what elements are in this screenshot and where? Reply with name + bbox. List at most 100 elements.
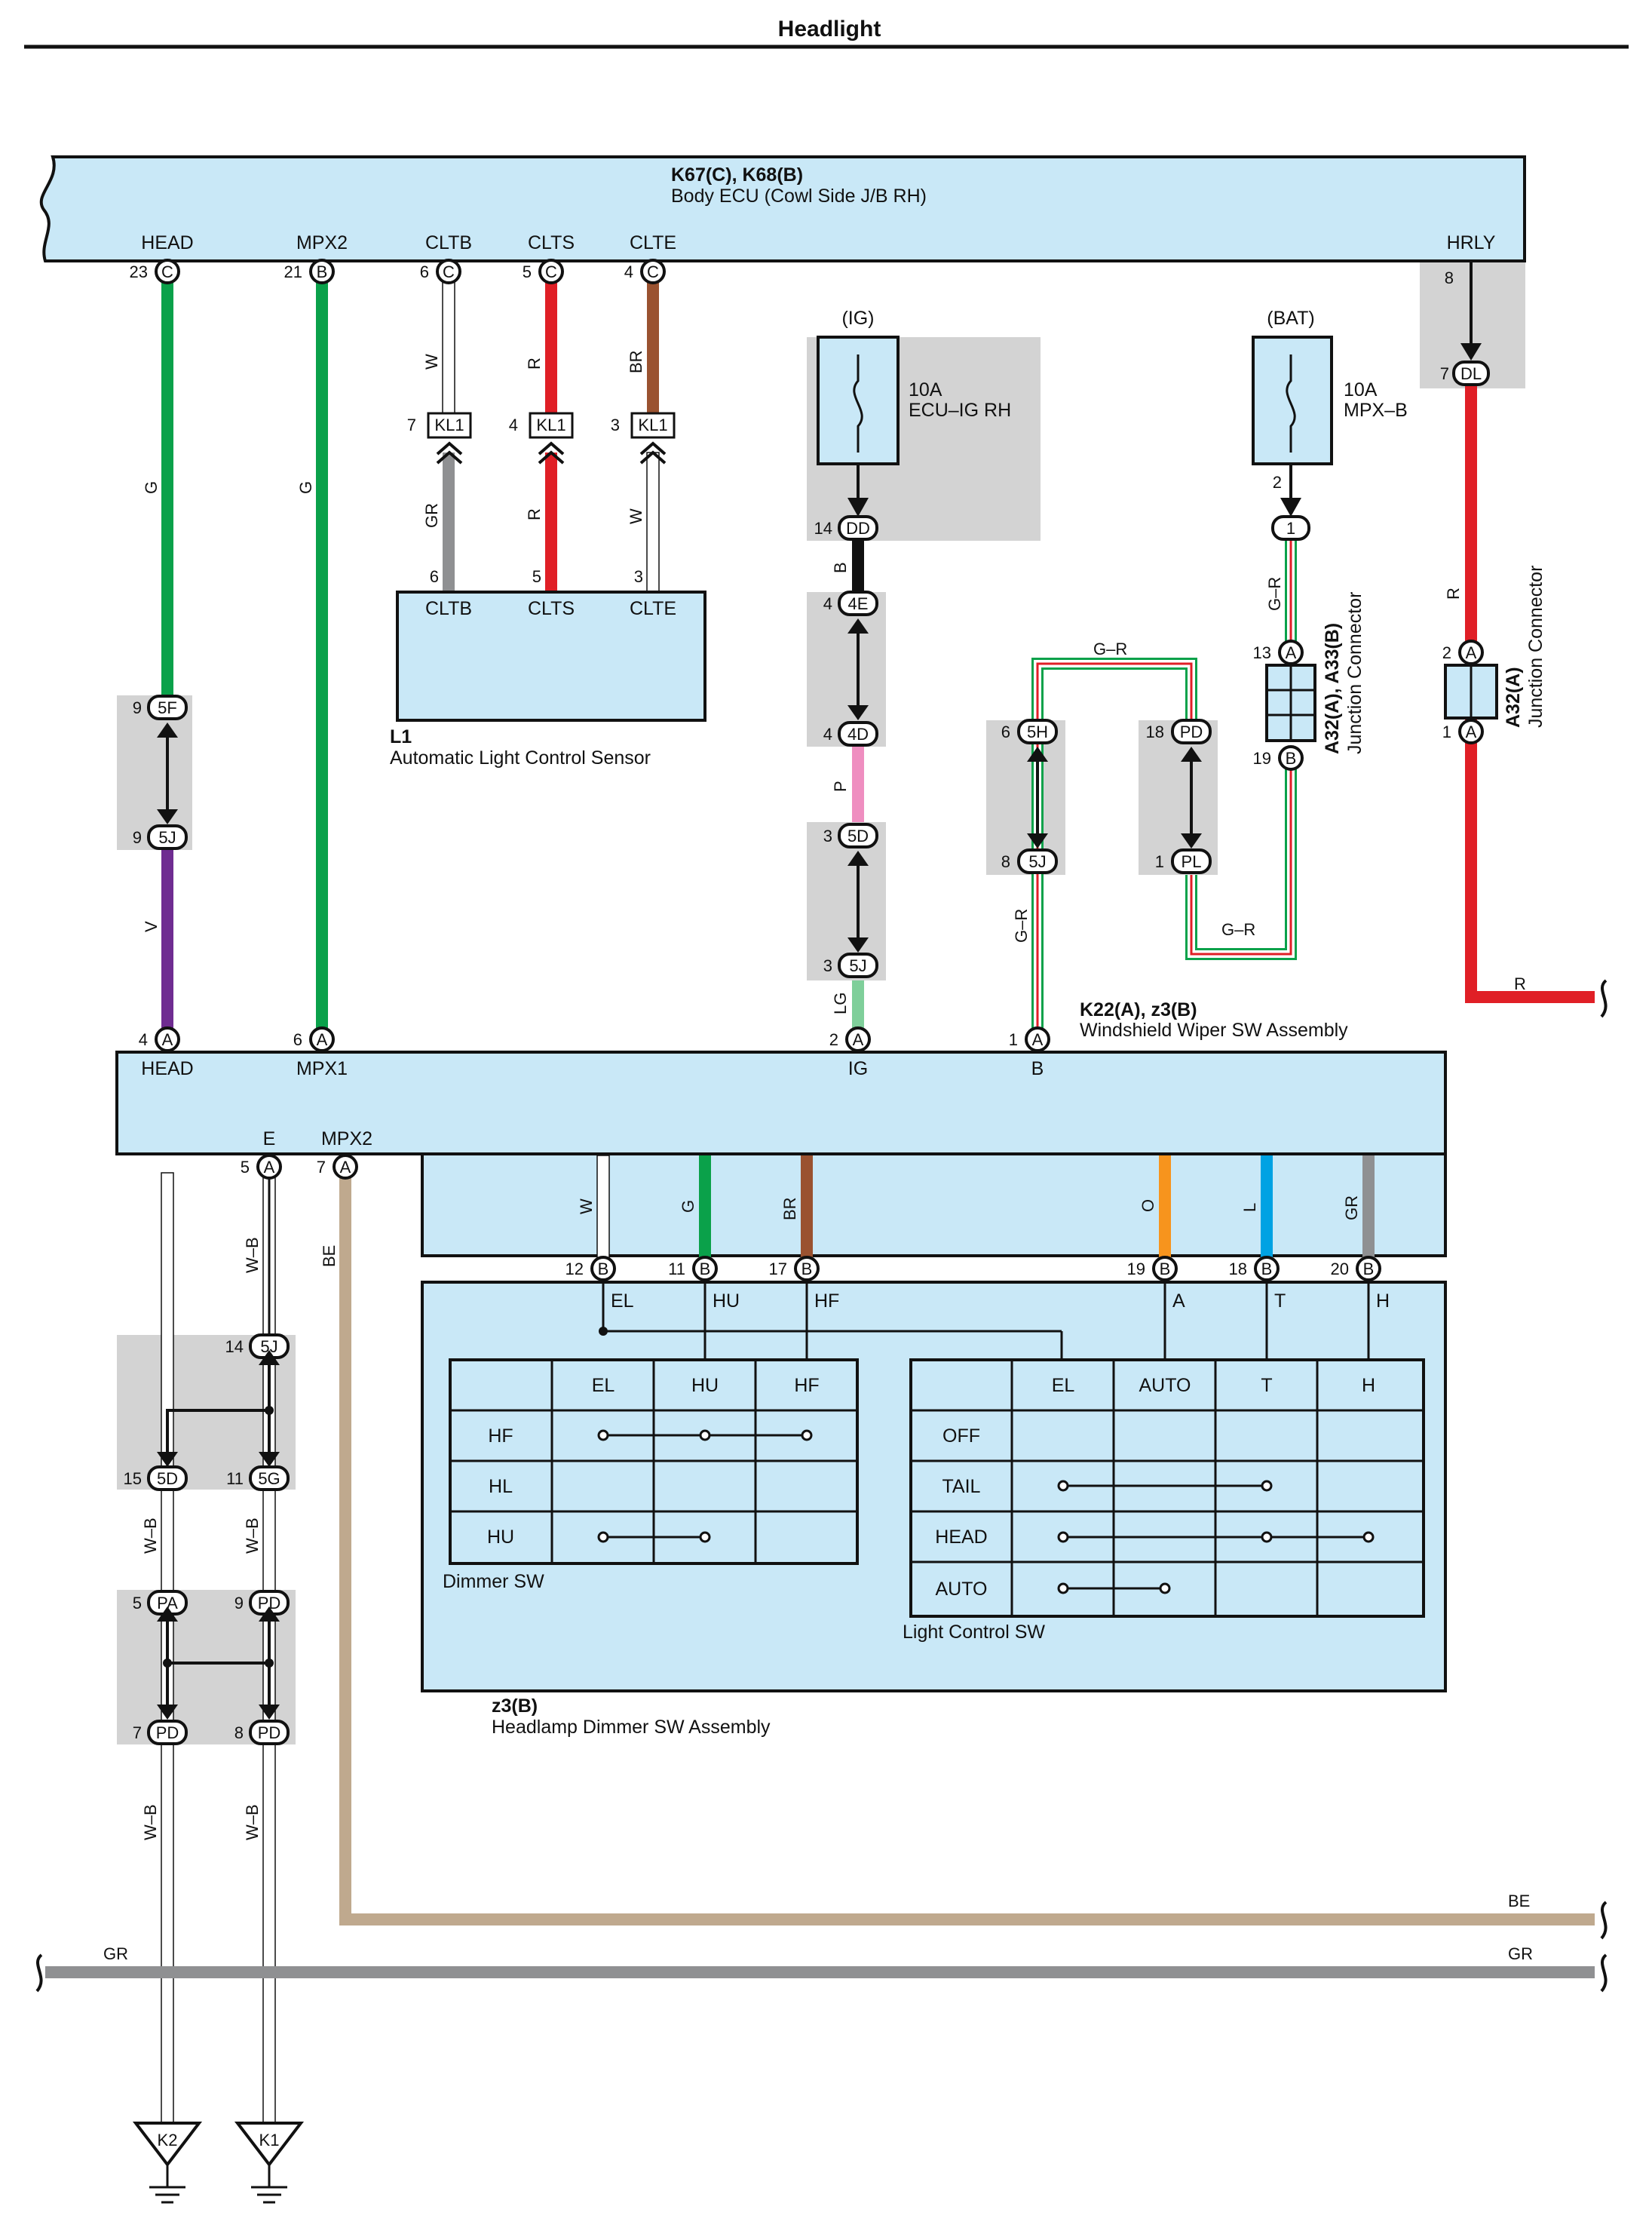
svg-text:A: A [1466,643,1477,662]
conn-dl [1452,361,1490,386]
svg-text:2: 2 [1273,473,1282,492]
svg-text:5D: 5D [157,1469,178,1488]
wiper-bottom-pins: E MPX2 A 5 A 7 [241,1128,372,1180]
kl1-connectors: KL1 7 KL1 4 KL1 3 [407,412,676,465]
svg-text:K2: K2 [158,2131,178,2149]
svg-text:4: 4 [624,262,633,281]
sensor-code: L1 [390,726,412,747]
dimmer-assembly-name: Headlamp Dimmer SW Assembly [492,1717,771,1738]
wire-label-ig-p: P [831,781,850,792]
ecu-term-clts: CLTS [528,232,575,253]
svg-text:B: B [801,1260,813,1278]
svg-text:HF: HF [794,1375,819,1396]
svg-text:B: B [1286,749,1297,768]
wire-label-gr-bus-right: GR [1508,1944,1533,1963]
fuse-ig-icon [853,354,863,453]
svg-text:A32(A), A33(B): A32(A), A33(B) [1322,623,1343,754]
svg-text:4: 4 [509,416,518,434]
svg-text:20: 20 [1331,1260,1349,1278]
svg-text:E: E [263,1128,276,1149]
svg-text:TAIL: TAIL [942,1476,981,1497]
svg-text:(IG): (IG) [841,308,874,329]
svg-text:B: B [700,1260,711,1278]
svg-text:10A: 10A [909,379,942,400]
svg-text:3: 3 [823,827,832,845]
svg-text:KL1: KL1 [536,416,565,434]
ecu-term-head: HEAD [141,232,193,253]
svg-text:ECU–IG RH: ECU–IG RH [909,400,1011,421]
wire-label-clts-top: R [525,357,544,370]
wire-label-be: BE [320,1245,339,1267]
wire-label-cltb-bot: GR [422,503,441,528]
svg-text:PD: PD [1180,723,1203,741]
wire-label-gr-bat: G–R [1265,577,1284,611]
wire-label-5d-wb: W–B [141,1517,160,1554]
svg-text:9: 9 [133,828,142,847]
svg-text:CLTE: CLTE [630,598,676,619]
svg-text:B: B [317,262,328,281]
ecu-term-clte: CLTE [630,232,676,253]
svg-text:19: 19 [1253,749,1271,768]
body-ecu-name: Body ECU (Cowl Side J/B RH) [671,186,927,207]
light-sw-name: Light Control SW [903,1622,1045,1643]
wiper-code: K22(A), z3(B) [1080,999,1197,1020]
svg-text:1: 1 [1009,1030,1018,1049]
svg-text:3: 3 [611,416,620,434]
wire-label-gr-top: G–R [1093,640,1127,658]
junction-a32: A 2 A 1 A32(A) Junction Connector [1442,566,1546,744]
head-chain: 5F 9 5J 9 [133,695,188,850]
svg-text:C: C [443,262,455,281]
svg-text:B: B [1363,1260,1375,1278]
svg-text:A: A [1466,723,1477,741]
hrly-num: 8 [1445,268,1454,287]
svg-text:5F: 5F [158,698,177,717]
svg-text:5J: 5J [1028,852,1046,871]
svg-text:2: 2 [829,1030,838,1049]
svg-text:3: 3 [634,567,643,586]
svg-text:4E: 4E [848,594,869,613]
svg-text:4: 4 [823,594,832,613]
wire-label-head-v: V [142,921,161,932]
ground-chain: 5J 14 5D 15 5G 11 PA 5 PD 9 PD 7 PD 8 [124,1178,290,1745]
svg-text:13: 13 [1253,643,1271,662]
svg-text:9: 9 [133,698,142,717]
svg-text:MPX2: MPX2 [321,1128,372,1149]
wire-label-ig-b: B [831,562,850,573]
svg-text:C: C [647,262,659,281]
svg-text:5: 5 [523,262,532,281]
svg-text:HEAD: HEAD [141,1058,193,1079]
inner-wire-br: BR [780,1197,799,1220]
svg-text:B: B [1031,1058,1044,1079]
bus-break-marks [35,979,1608,1993]
svg-text:T: T [1261,1375,1272,1396]
svg-text:KL1: KL1 [638,416,667,434]
svg-text:DD: DD [846,519,870,538]
svg-text:5J: 5J [260,1337,277,1356]
svg-text:6: 6 [1001,723,1010,741]
svg-text:8: 8 [234,1723,244,1742]
svg-text:H: H [1362,1375,1375,1396]
svg-text:23: 23 [130,262,148,281]
svg-text:12: 12 [565,1260,584,1278]
svg-text:HU: HU [487,1527,514,1548]
sensor-name: Automatic Light Control Sensor [390,747,651,769]
svg-text:PD: PD [156,1723,179,1742]
ecu-term-cltb: CLTB [425,232,472,253]
ground-k1: K1 [234,2122,305,2204]
svg-text:A: A [317,1030,328,1049]
svg-text:HL: HL [489,1476,513,1497]
wire-label-clte-top: BR [627,350,645,373]
conn-bat-1 [1271,515,1310,541]
inner-wires [596,1155,1375,1269]
inner-wire-gr: GR [1342,1195,1361,1220]
wire-label-ig-lg: LG [831,993,850,1014]
dimmer-internal-wiring [602,1280,1370,1361]
l1-sensor-box [396,591,706,722]
svg-text:6: 6 [430,567,439,586]
svg-text:PD: PD [258,1723,281,1742]
dimmer-sw-name: Dimmer SW [443,1571,544,1592]
ground-k2: K2 [132,2122,203,2204]
svg-text:21: 21 [284,262,302,281]
svg-text:EL: EL [592,1375,615,1396]
